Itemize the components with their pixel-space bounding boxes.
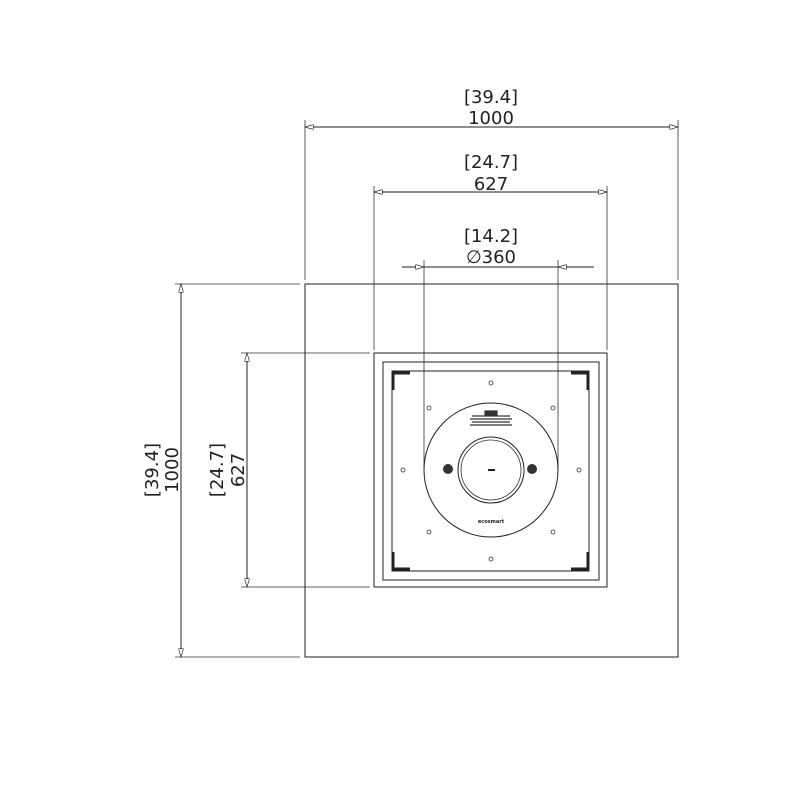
knob-icon — [527, 464, 537, 474]
overall-width-mm: 1000 — [468, 108, 514, 129]
burner: ecosmart — [400, 380, 582, 562]
logo-text: ecosmart — [478, 519, 505, 525]
dimension-overall-depth: [39.4] 1000 — [142, 284, 300, 657]
burner-width-mm: 627 — [474, 174, 508, 195]
burner-width-inches: [24.7] — [464, 152, 518, 173]
table-outline — [304, 283, 679, 658]
screw-holes — [400, 380, 582, 562]
dimension-burner-width: [24.7] 627 — [374, 152, 607, 350]
dimension-overall-width: [39.4] 1000 — [305, 87, 678, 280]
burner-depth-mm: 627 — [228, 453, 249, 487]
burner-box — [373, 352, 608, 588]
burner-diameter-mm: ∅360 — [466, 247, 516, 268]
overall-depth-mm: 1000 — [162, 447, 183, 493]
overall-width-inches: [39.4] — [464, 87, 518, 108]
dimension-burner-diameter: [14.2] ∅360 — [402, 226, 594, 470]
burner-depth-inches: [24.7] — [207, 443, 228, 497]
burner-diameter-inches: [14.2] — [464, 226, 518, 247]
vent-icon — [470, 410, 512, 426]
dimension-burner-depth: [24.7] 627 — [207, 353, 370, 587]
knob-icon — [443, 464, 453, 474]
overall-depth-inches: [39.4] — [142, 443, 163, 497]
